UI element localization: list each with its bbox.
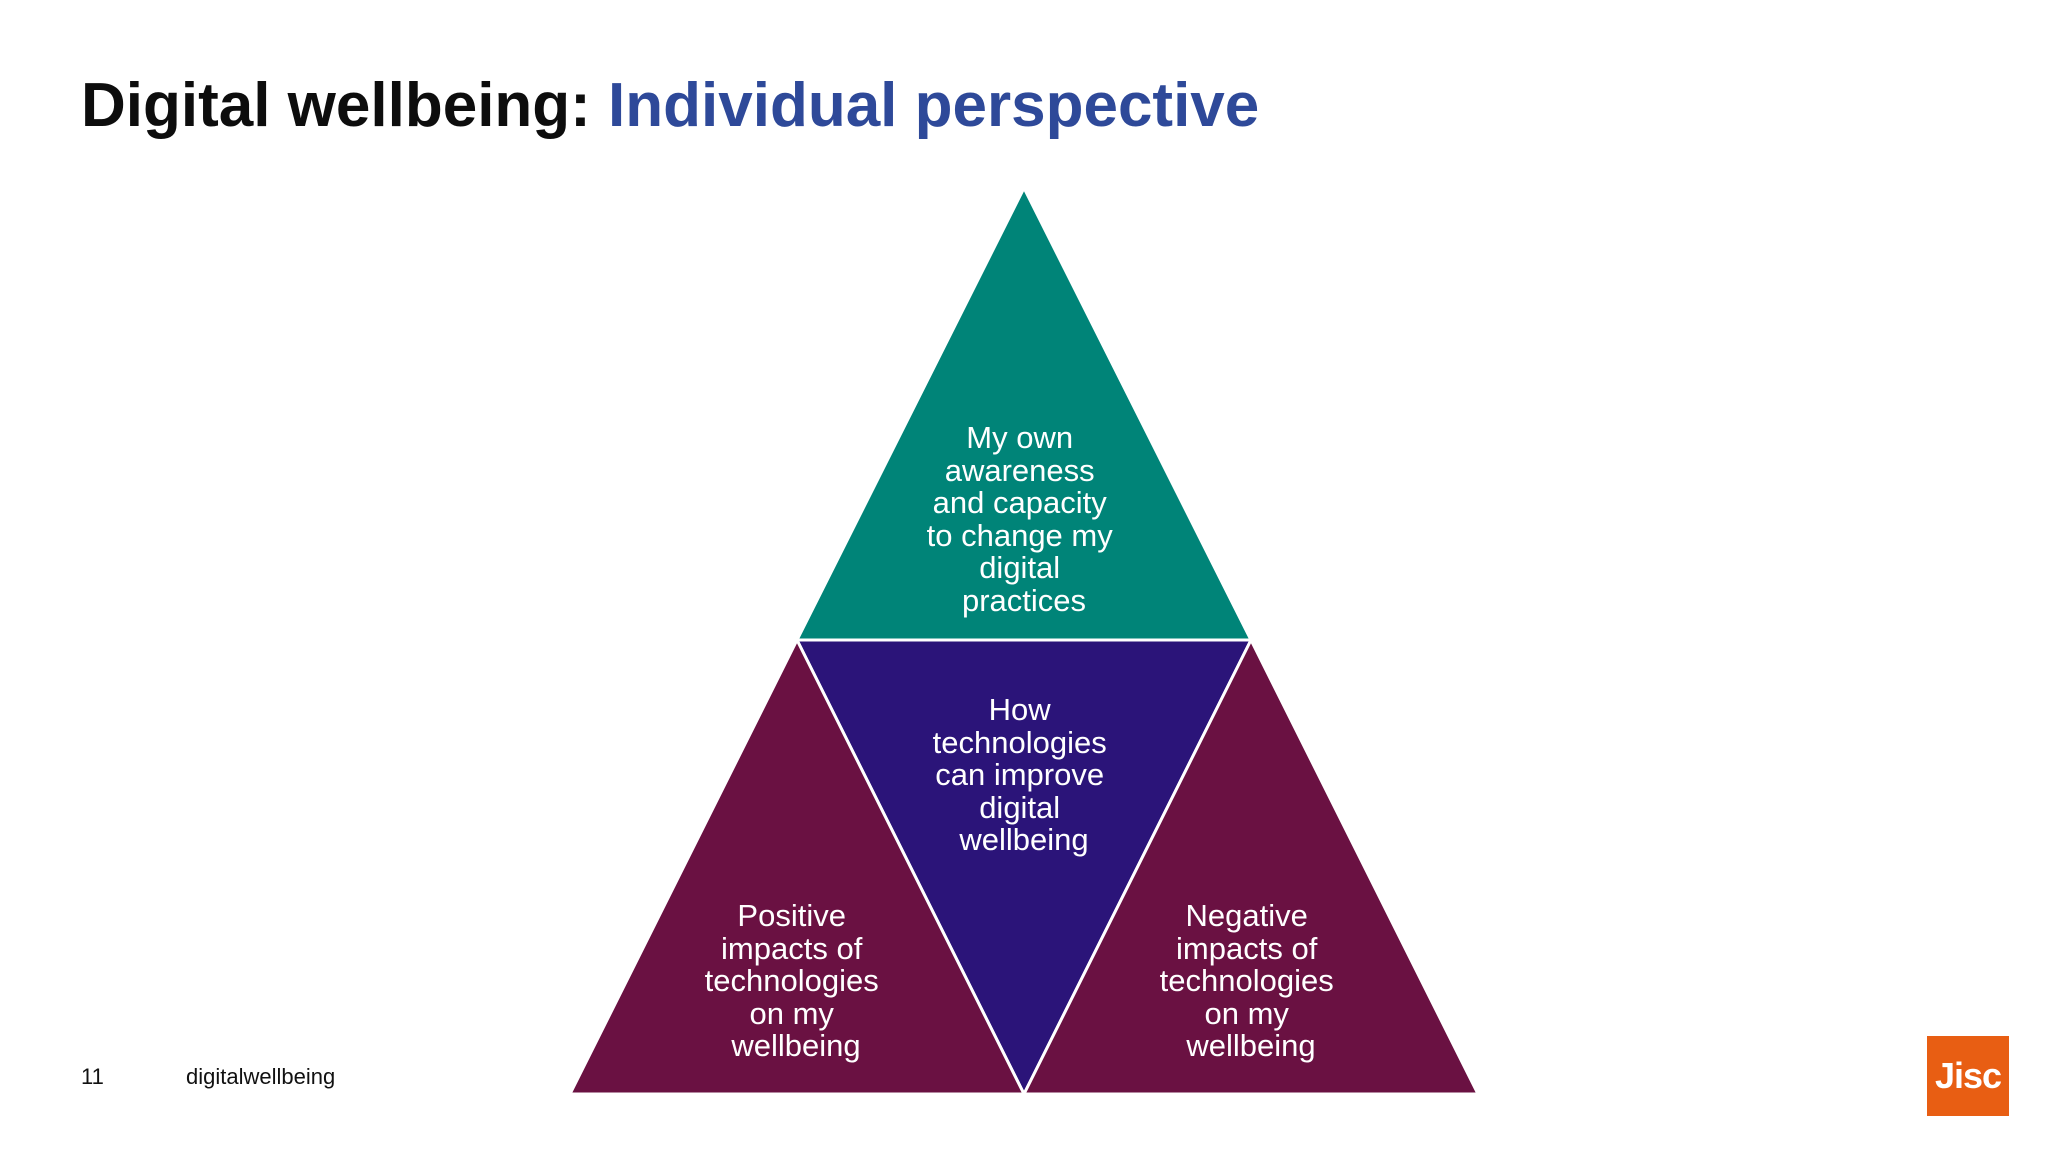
label-bottom-right: Negative impacts of technologies on my w… bbox=[1160, 898, 1343, 1063]
triangle-bottom-left bbox=[567, 636, 1027, 1096]
label-center: How technologies can improve digital wel… bbox=[933, 692, 1116, 857]
logo-text: Jisc bbox=[1934, 1055, 2002, 1096]
page-number: 11 bbox=[81, 1064, 104, 1089]
jisc-logo: Jisc bbox=[1927, 1036, 2009, 1116]
footer-tag: digitalwellbeing bbox=[186, 1064, 336, 1089]
triangle-bottom-right bbox=[1021, 636, 1481, 1096]
title-main: Digital wellbeing: bbox=[81, 71, 591, 140]
label-bottom-left: Positive impacts of technologies on my w… bbox=[705, 898, 888, 1063]
label-top: My own awareness and capacity to change … bbox=[927, 420, 1122, 618]
title-accent: Individual perspective bbox=[608, 71, 1260, 140]
slide-title: Digital wellbeing: Individual perspectiv… bbox=[81, 70, 1259, 141]
